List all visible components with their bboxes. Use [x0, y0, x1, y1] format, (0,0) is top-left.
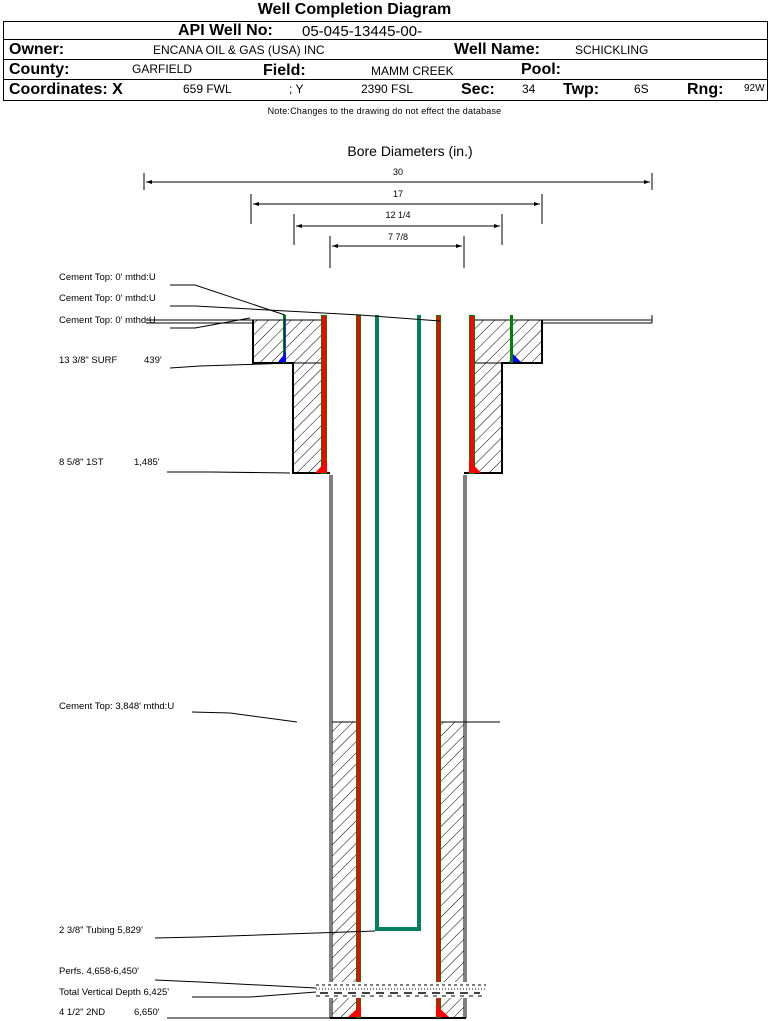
api-label: API Well No:: [178, 22, 273, 39]
second-string-casing-4-1-2: [348, 315, 449, 1018]
surface-conductor: [146, 315, 653, 324]
coord-y-label: ; Y: [289, 82, 304, 96]
owner-label: Owner:: [9, 41, 65, 58]
annotation-tvd: Total Vertical Depth 6,425': [59, 987, 169, 998]
annotation-cement-top-4: Cement Top: 3,848' mthd:U: [59, 701, 174, 712]
shoe-icon: [513, 354, 521, 362]
well-name-value: SCHICKLING: [575, 43, 649, 57]
annotation-first-string: 8 5/8" 1ST: [59, 457, 104, 468]
coord-x-value: 659 FWL: [183, 82, 232, 96]
bore-dimension-30: 30: [143, 167, 653, 190]
annotation-second-string: 4 1/2" 2ND: [59, 1007, 105, 1018]
shoe-icon: [278, 352, 286, 362]
sec-value: 34: [522, 82, 536, 96]
disclaimer-note: Note:Changes to the drawing do not effec…: [267, 106, 502, 116]
coord-y-value: 2390 FSL: [361, 82, 414, 96]
pool-label: Pool:: [521, 61, 561, 78]
surface-casing-13-3-8: [278, 315, 521, 363]
owner-value: ENCANA OIL & GAS (USA) INC: [153, 43, 325, 57]
bore-dimension-7-7-8: 7 7/8: [329, 232, 465, 268]
county-row: County: GARFIELD Field: MAMM CREEK Pool:: [4, 60, 767, 80]
bore-label-7-7-8: 7 7/8: [388, 232, 408, 242]
annotation-cement-top-1: Cement Top: 0' mthd:U: [59, 272, 156, 283]
cement-surface-right: [464, 319, 543, 474]
coordinates-row: Coordinates: X 659 FWL ; Y 2390 FSL Sec:…: [4, 80, 767, 99]
bore-title: Bore Diameters (in.): [347, 143, 472, 159]
bore-label-12-1-4: 12 1/4: [385, 210, 410, 220]
shoe-icon: [436, 1005, 449, 1017]
field-label: Field:: [263, 62, 306, 79]
perforation-zone: [316, 982, 486, 998]
annotations: Cement Top: 0' mthd:U Cement Top: 0' mth…: [59, 272, 174, 1018]
shoe-icon: [469, 460, 481, 473]
api-value: 05-045-13445-00-: [302, 23, 423, 40]
coord-x-label: Coordinates: X: [9, 81, 123, 98]
county-label: County:: [9, 61, 70, 78]
owner-row: Owner: ENCANA OIL & GAS (USA) INC Well N…: [4, 40, 767, 60]
twp-value: 6S: [634, 82, 649, 96]
api-row: API Well No: 05-045-13445-00-: [4, 22, 767, 40]
cement-production-right: [440, 721, 500, 1018]
bore-label-30: 30: [393, 167, 403, 177]
county-value: GARFIELD: [132, 62, 193, 76]
annotation-surface-casing-depth: 439': [144, 355, 162, 366]
field-value: MAMM CREEK: [371, 64, 454, 78]
annotation-tubing: 2 3/8" Tubing 5,829': [59, 925, 143, 936]
shoe-icon: [348, 1005, 361, 1017]
annotation-surface-casing: 13 3/8" SURF: [59, 355, 117, 366]
leader-lines: [154, 284, 441, 1019]
shoe-icon: [315, 460, 327, 473]
annotation-perfs: Perfs. 4,658-6,450': [59, 966, 139, 977]
well-name-label: Well Name:: [454, 41, 540, 58]
tubing-2-3-8: [375, 315, 421, 931]
twp-label: Twp:: [563, 81, 600, 98]
annotation-second-string-depth: 6,650': [134, 1007, 160, 1018]
bore-label-17: 17: [393, 189, 403, 199]
rng-value: 92W: [744, 83, 765, 94]
annotation-first-string-depth: 1,485': [134, 457, 160, 468]
cement-production-left: [332, 721, 356, 1018]
sec-label: Sec:: [461, 81, 495, 98]
page-title: Well Completion Diagram: [257, 1, 452, 18]
well-info-header: API Well No: 05-045-13445-00- Owner: ENC…: [3, 21, 768, 101]
first-string-casing-8-5-8: [315, 315, 481, 474]
bore-dimension-17: 17: [250, 189, 543, 224]
rng-label: Rng:: [687, 81, 724, 98]
cement-surface-left: [252, 319, 330, 474]
bore-dimension-12-1-4: 12 1/4: [293, 210, 503, 245]
annotation-cement-top-2: Cement Top: 0' mthd:U: [59, 293, 156, 304]
annotation-cement-top-3: Cement Top: 0' mthd:U: [59, 315, 156, 326]
